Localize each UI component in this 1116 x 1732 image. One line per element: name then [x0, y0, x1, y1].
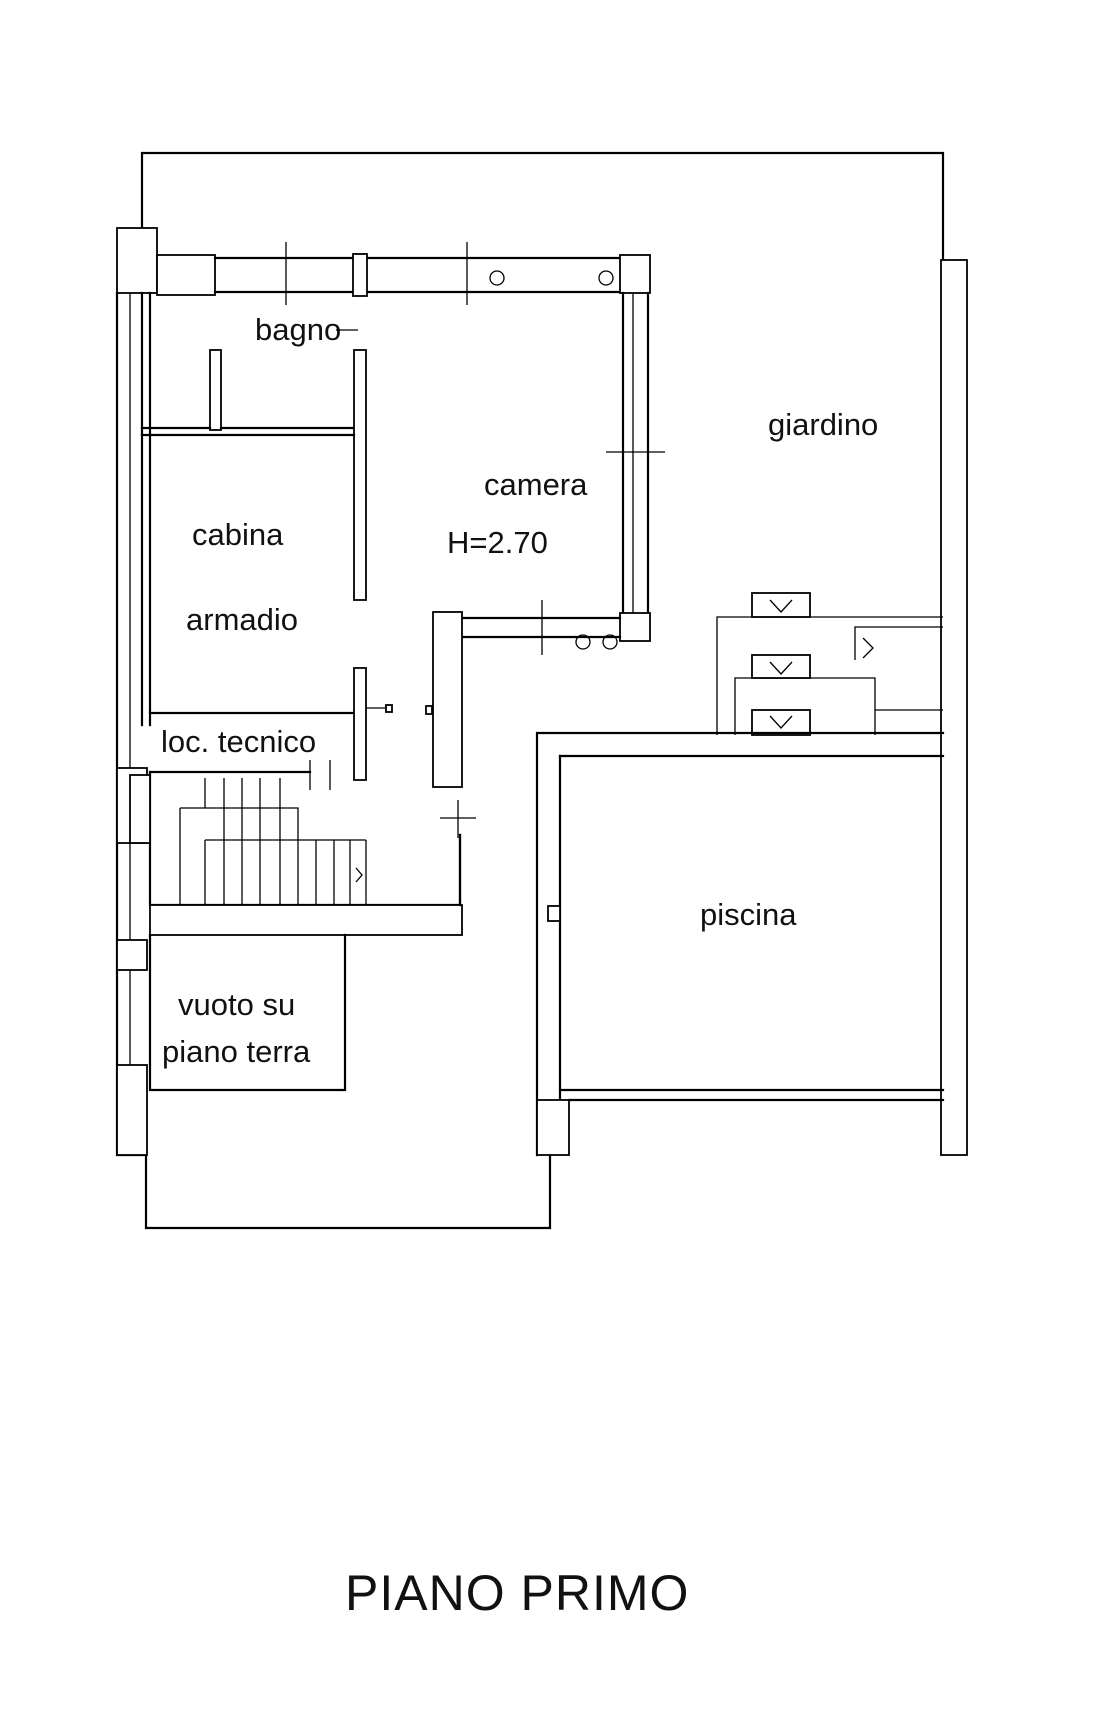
garden-steps — [716, 592, 943, 736]
label-armadio: armadio — [186, 602, 298, 637]
label-camera: camera — [484, 467, 588, 502]
label-piscina: piscina — [700, 897, 797, 932]
staircase — [129, 770, 463, 936]
label-height: H=2.70 — [447, 525, 548, 560]
label-bagno: bagno — [255, 312, 341, 347]
plan-title: PIANO PRIMO — [345, 1565, 689, 1621]
label-vuoto-line2: piano terra — [162, 1034, 311, 1069]
interior-partitions — [140, 291, 433, 790]
bedroom-walls — [156, 242, 665, 838]
label-giardino: giardino — [768, 407, 878, 442]
pool — [535, 731, 945, 1157]
label-vuoto-line1: vuoto su — [178, 987, 295, 1022]
label-loc-tecnico: loc. tecnico — [161, 724, 316, 759]
label-cabina: cabina — [192, 517, 284, 552]
void-area — [148, 933, 347, 1092]
